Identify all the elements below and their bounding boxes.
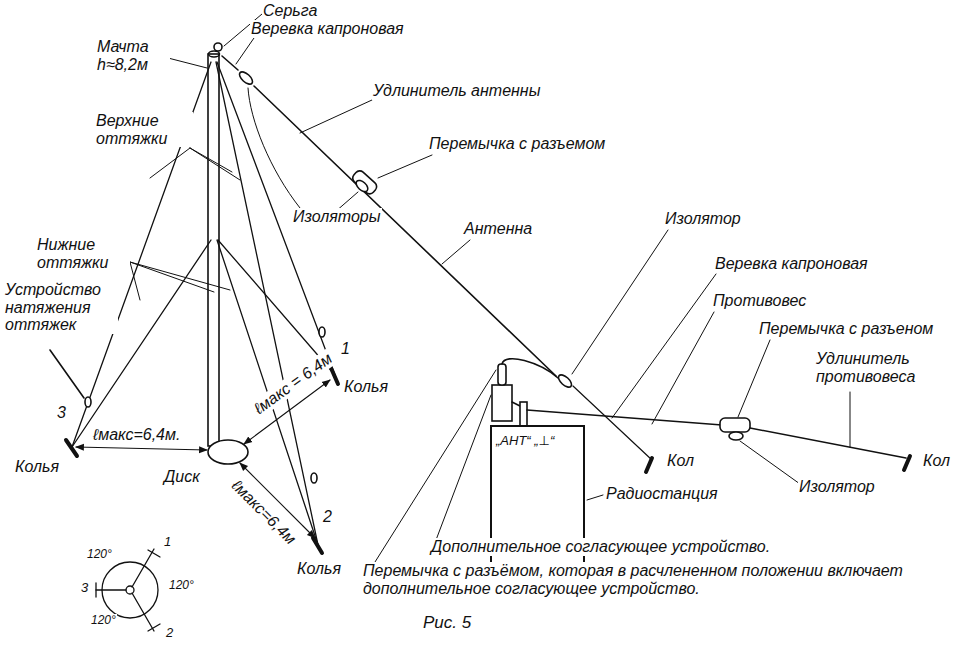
part-label: Верхние оттяжки [95, 112, 193, 147]
dimension-label: ℓмакс=6,4м. [92, 426, 181, 444]
part-label: Удлинитель противовеса [815, 350, 957, 385]
dimension-line [76, 380, 330, 538]
sketch-label: 1 [163, 535, 172, 549]
callout-number: 3 [56, 404, 67, 422]
sketch-label: 120° [86, 548, 113, 561]
part-label: Дополнительное согласующее устройство. [430, 538, 771, 556]
mast-disk [208, 440, 248, 464]
sketch-label: 3 [80, 581, 89, 595]
part-label: Изолятор [664, 210, 742, 228]
figure-caption: Рис. 5 [422, 614, 472, 633]
part-label: Изолятор [798, 478, 876, 496]
callout-number: 2 [322, 508, 333, 526]
sketch-label: 2 [165, 626, 174, 640]
part-label: Радиостанция [605, 485, 719, 503]
part-label: Колья [14, 458, 60, 476]
part-label: Перемычка с разъемом [428, 135, 606, 153]
part-label: Перемычка с разъеном [758, 320, 934, 338]
antenna-wire [222, 56, 652, 460]
sketch-label: 120° [168, 579, 195, 592]
part-label: Колья [343, 378, 389, 396]
part-label: Антенна [463, 220, 533, 238]
terminal [520, 402, 527, 426]
part-label: Веревка капроновая [250, 20, 405, 38]
callout-number: 1 [340, 340, 351, 358]
part-label: Серьга [262, 2, 318, 20]
part-label: Колья [296, 560, 342, 578]
radio-station-box: „АНТ“ „⊥“ [490, 425, 585, 580]
mast [208, 43, 222, 446]
stake [66, 368, 910, 553]
part-label: Устройство натяжения оттяжек [4, 281, 118, 334]
terminal-marking: „АНТ“ „⊥“ [492, 427, 583, 454]
part-label: Изоляторы [292, 208, 382, 226]
part-label: Противовес [712, 292, 807, 310]
part-label: Нижние оттяжки [36, 236, 130, 271]
part-label: Кол [666, 452, 695, 470]
sketch-label: 120° [90, 614, 117, 627]
part-label: Веревка капроновая [714, 255, 869, 273]
part-label: Кол [922, 452, 951, 470]
part-label: Диск [163, 468, 201, 486]
part-label: Мачта h≈8,2м [96, 38, 170, 73]
tension-device [50, 327, 325, 483]
part-label: Удлинитель антенны [372, 82, 541, 100]
part-label: Перемычка с разъёмом, которая в расчлене… [362, 562, 960, 597]
